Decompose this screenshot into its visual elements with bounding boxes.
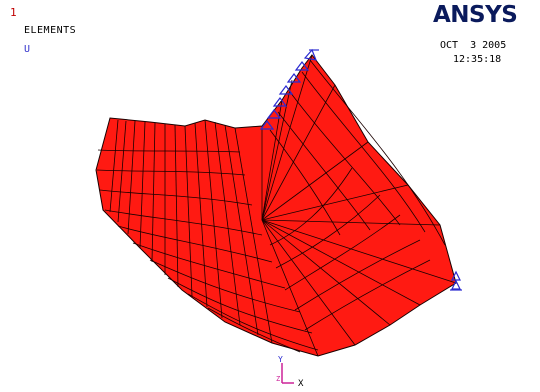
window-number: 1 bbox=[10, 6, 17, 19]
triad-x-label: X bbox=[298, 379, 304, 389]
time-stamp: 12:35:18 bbox=[453, 54, 502, 65]
mesh-outline bbox=[95, 54, 457, 357]
date-stamp: OCT 3 2005 bbox=[440, 40, 507, 51]
plot-type-label: ELEMENTS bbox=[24, 25, 77, 36]
triad-y-label: Y bbox=[278, 355, 283, 364]
coordinate-triad: Y Z X bbox=[276, 355, 304, 389]
dof-label: U bbox=[24, 44, 31, 55]
mesh-grid bbox=[96, 54, 457, 357]
boundary-constraints bbox=[259, 48, 462, 291]
triad-z-label: Z bbox=[276, 375, 280, 383]
ansys-logo: ANSYS bbox=[433, 2, 518, 28]
